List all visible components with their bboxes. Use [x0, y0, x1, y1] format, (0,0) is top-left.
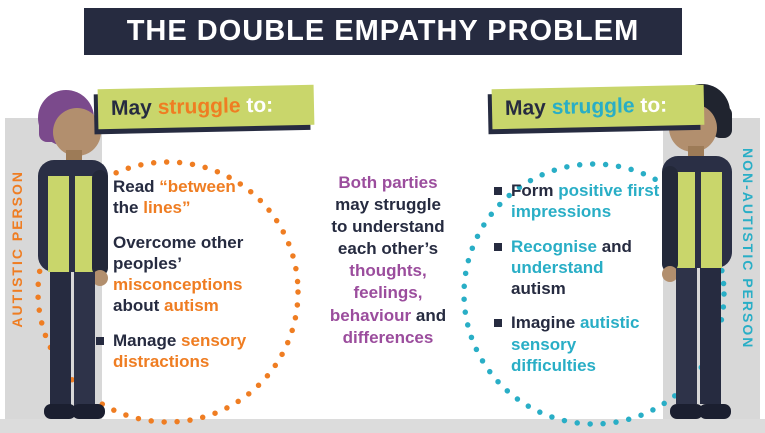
shoe-right [72, 404, 105, 419]
list-item: Recognise and understand autism [494, 236, 699, 300]
non-autistic-person-label: NON-AUTISTIC PERSON [740, 148, 756, 350]
bullet-text: Overcome other peoples’ misconceptions a… [113, 232, 244, 316]
bullet-square-icon [494, 242, 502, 251]
bullet-square-icon [494, 187, 502, 195]
right-may-struggle-banner: May struggle to: [491, 84, 705, 130]
arm [662, 166, 678, 272]
list-item: Overcome other peoples’ misconceptions a… [96, 232, 308, 317]
left-banner-text: May struggle to: [110, 93, 274, 120]
list-item: Manage sensory distractions [96, 330, 308, 373]
left-dotted-circle [35, 159, 301, 425]
list-item: Form positive first impressions [494, 180, 699, 223]
vest-right [701, 172, 722, 268]
vest-left [674, 172, 695, 268]
arm [92, 170, 108, 276]
shoe-left [44, 404, 76, 419]
left-may-struggle-banner: May struggle to: [97, 84, 315, 130]
center-message: Both parties may struggle to understand … [329, 173, 447, 347]
right-banner-text: May struggle to: [504, 93, 668, 120]
black-hair-side [712, 106, 732, 138]
bullet-square-icon [494, 319, 502, 328]
bullet-text: Form positive first impressions [511, 181, 660, 222]
hand [92, 270, 108, 286]
leg-left [50, 272, 71, 406]
leg-left [676, 268, 697, 404]
bullet-text: Manage sensory distractions [113, 330, 247, 371]
vest-left [48, 176, 69, 272]
leg-right [74, 272, 95, 406]
vest-right [75, 176, 96, 272]
left-bullet-list: Read “between the lines” Overcome other … [96, 176, 308, 385]
autistic-person-illustration [38, 90, 108, 419]
page-title: THE DOUBLE EMPATHY PROBLEM [126, 15, 640, 47]
list-item: Imagine autistic sensory difficulties [494, 312, 699, 376]
shoe-right [699, 404, 731, 419]
hand [662, 266, 678, 282]
autistic-person-label: AUTISTIC PERSON [9, 170, 25, 328]
leg-right [700, 268, 721, 404]
list-item: Read “between the lines” [96, 176, 308, 219]
right-bullet-list: Form positive first impressions Recognis… [494, 180, 699, 389]
bullet-text: Read “between the lines” [113, 177, 236, 218]
title-banner: THE DOUBLE EMPATHY PROBLEM [84, 8, 682, 55]
shoe-left [670, 404, 703, 419]
right-dotted-circle [461, 161, 727, 427]
bullet-text: Recognise and understand autism [511, 236, 632, 299]
bullet-text: Imagine autistic sensory difficulties [511, 313, 640, 375]
face [53, 108, 101, 156]
non-autistic-person-illustration [662, 84, 732, 419]
bullet-square-icon [96, 336, 104, 345]
